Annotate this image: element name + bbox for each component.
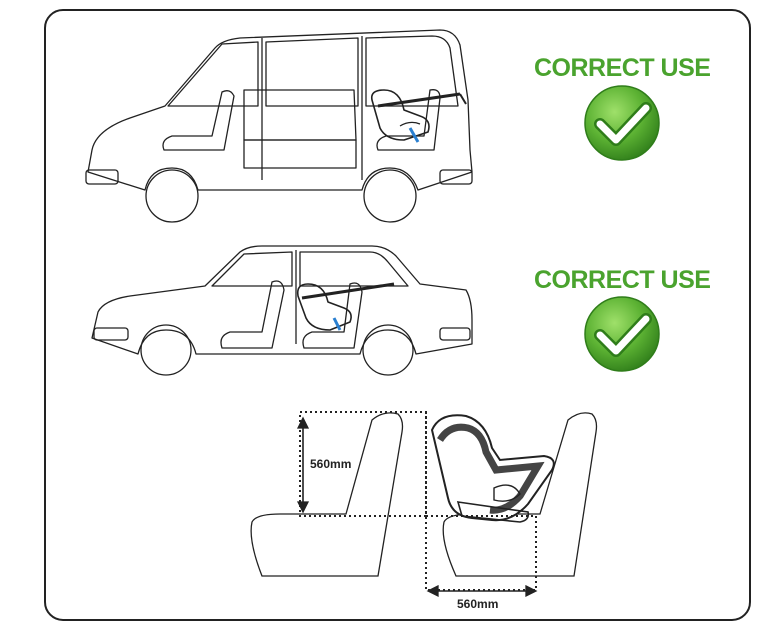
sedan-icon	[91, 245, 473, 376]
check-icon	[584, 296, 660, 372]
seat-dimension-diagram	[250, 411, 598, 598]
minivan-icon	[85, 29, 473, 223]
vehicle-seat-left	[250, 412, 404, 577]
correct-use-label: CORRECT USE	[534, 266, 711, 294]
check-icon	[584, 85, 660, 161]
correct-use-label: CORRECT USE	[534, 54, 711, 82]
height-dimension-label: 560mm	[310, 457, 352, 471]
outer-border	[44, 9, 751, 621]
depth-dimension-label: 560mm	[457, 597, 499, 611]
